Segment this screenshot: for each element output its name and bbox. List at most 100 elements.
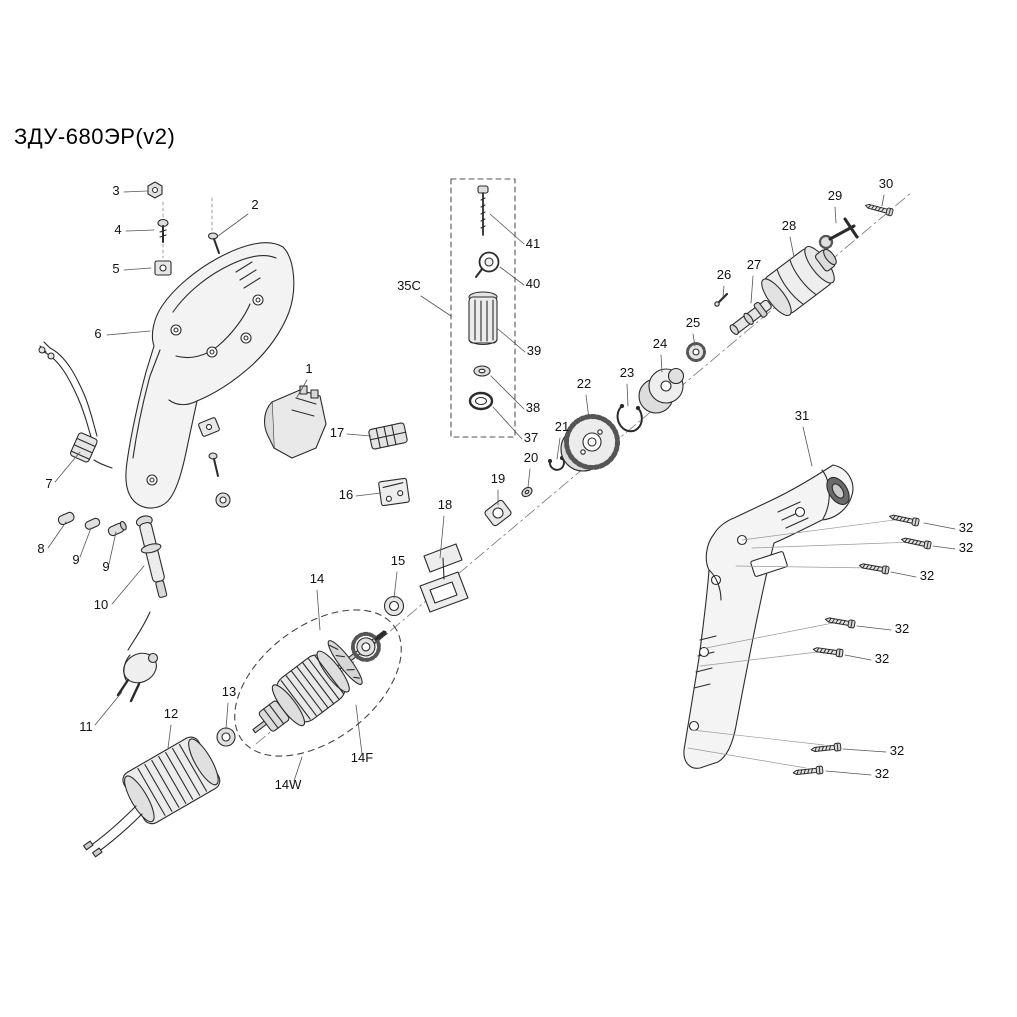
part-small-nut — [215, 492, 231, 508]
part-9-sleeve-b — [107, 520, 127, 537]
callout-14w: 14W — [275, 777, 302, 792]
callout-7: 7 — [45, 476, 52, 491]
callout-38: 38 — [526, 400, 540, 415]
leader-lines — [47, 190, 956, 782]
callout-9a: 9 — [72, 552, 79, 567]
part-10-shaft — [135, 515, 168, 598]
screw-guide-lines — [687, 518, 915, 769]
part-40-ring — [475, 251, 500, 278]
callout-39: 39 — [527, 343, 541, 358]
part-25-pinion — [686, 342, 706, 362]
callout-30: 30 — [879, 176, 893, 191]
part-32-screw-d — [824, 615, 856, 629]
diagram-title: ЗДУ-680ЭР(v2) — [14, 124, 176, 149]
part-14-armature-group — [234, 609, 402, 757]
part-41-screw — [477, 185, 489, 236]
callout-13: 13 — [222, 684, 236, 699]
part-32-screw-a — [888, 512, 920, 527]
part-26-pin — [714, 292, 729, 307]
part-39-sleeve — [468, 291, 498, 346]
part-32-screw-b — [900, 535, 932, 550]
callout-3: 3 — [112, 183, 119, 198]
part-35c-kit-box — [450, 178, 516, 438]
part-24-clutch-gear — [638, 367, 685, 414]
part-32-screw-g — [792, 765, 824, 778]
part-4-screw — [157, 218, 169, 243]
part-14-core — [271, 650, 350, 727]
part-22-main-gear — [560, 414, 620, 472]
callout-37: 37 — [524, 430, 538, 445]
callout-labels: 3 2 4 5 6 1 7 8 9 9 10 11 12 13 14 14W 1… — [37, 176, 973, 792]
part-2-screw — [207, 232, 220, 254]
callout-14f: 14F — [351, 750, 373, 765]
callout-9b: 9 — [102, 559, 109, 574]
callout-5: 5 — [112, 261, 119, 276]
callout-31: 31 — [795, 408, 809, 423]
callout-18: 18 — [438, 497, 452, 512]
part-30-screw — [863, 201, 894, 217]
part-32-screw-f — [810, 742, 842, 755]
part-8-sleeve — [57, 511, 75, 526]
callout-32e: 32 — [875, 651, 889, 666]
callout-32d: 32 — [895, 621, 909, 636]
callout-32b: 32 — [959, 540, 973, 555]
callout-14: 14 — [310, 571, 324, 586]
part-small-bracket — [198, 417, 220, 437]
part-32-screw-e — [812, 645, 844, 658]
part-14f-fan — [327, 640, 363, 685]
part-13-washer — [216, 727, 236, 747]
callout-25: 25 — [686, 315, 700, 330]
callout-24: 24 — [653, 336, 667, 351]
part-21-clip — [547, 455, 565, 471]
callout-17: 17 — [330, 425, 344, 440]
part-20-washer — [521, 486, 533, 498]
part-23-circlip — [616, 403, 643, 433]
part-27-spindle — [729, 299, 772, 335]
part-32-screw-c — [858, 561, 890, 575]
part-17-brush — [368, 422, 408, 450]
part-28-gear-housing — [761, 245, 837, 317]
callout-32c: 32 — [920, 568, 934, 583]
callout-20: 20 — [524, 450, 538, 465]
part-18-support — [419, 543, 469, 613]
part-31-housing-right-half — [683, 464, 854, 769]
callout-22: 22 — [577, 376, 591, 391]
part-37-ring — [468, 391, 494, 411]
part-38-washer — [473, 365, 491, 377]
callout-35c: 35C — [397, 278, 421, 293]
callout-32f: 32 — [890, 743, 904, 758]
part-1-switch — [263, 385, 327, 459]
callout-29: 29 — [828, 188, 842, 203]
callout-19: 19 — [491, 471, 505, 486]
part-15-bearing — [383, 595, 405, 617]
callout-8: 8 — [37, 541, 44, 556]
callout-28: 28 — [782, 218, 796, 233]
part-5-block — [154, 260, 172, 276]
callout-41: 41 — [526, 236, 540, 251]
callout-2: 2 — [251, 197, 258, 212]
callout-40: 40 — [526, 276, 540, 291]
callout-15: 15 — [391, 553, 405, 568]
part-7-cord-clamp — [38, 341, 113, 469]
callout-23: 23 — [620, 365, 634, 380]
callout-6: 6 — [94, 326, 101, 341]
part-16-brush-holder — [378, 477, 410, 507]
callout-10: 10 — [94, 597, 108, 612]
callout-27: 27 — [747, 257, 761, 272]
callout-21: 21 — [555, 419, 569, 434]
callout-1: 1 — [305, 361, 312, 376]
part-29-chuck-key — [818, 217, 859, 250]
part-9-sleeve-a — [84, 517, 101, 530]
part-small-screw — [208, 452, 219, 477]
callout-11: 11 — [79, 719, 93, 734]
callout-26: 26 — [717, 267, 731, 282]
callout-12: 12 — [164, 706, 178, 721]
armature-dashed-ellipse — [234, 609, 402, 757]
part-11-power-plug — [116, 611, 159, 703]
callout-16: 16 — [339, 487, 353, 502]
callout-32a: 32 — [959, 520, 973, 535]
part-3-nut — [147, 181, 163, 199]
part-19-bearing-block — [484, 499, 512, 527]
